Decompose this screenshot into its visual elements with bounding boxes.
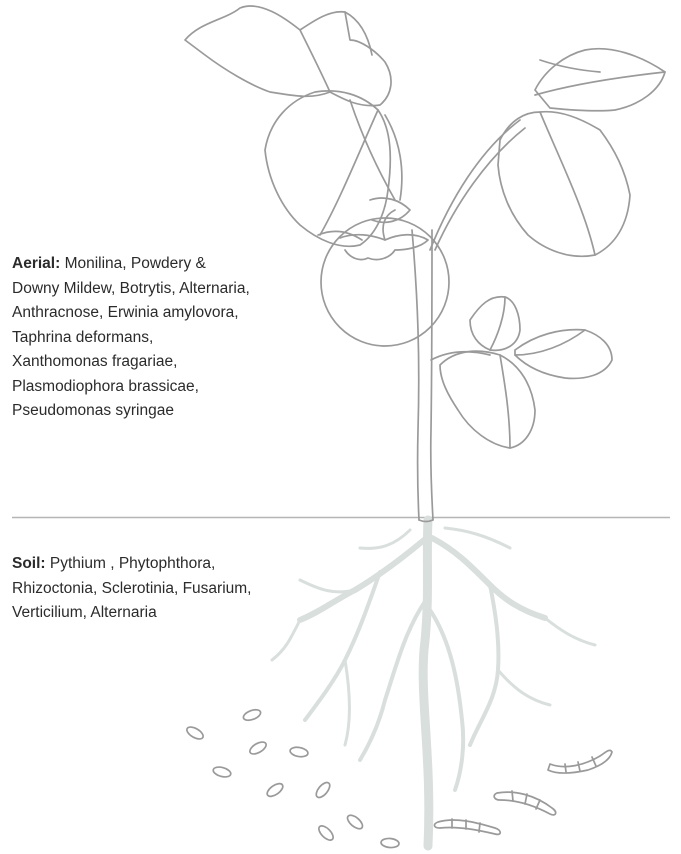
soil-heading: Soil: xyxy=(12,555,46,572)
soil-microbes xyxy=(185,708,612,849)
aerial-heading: Aerial: xyxy=(12,255,60,272)
soil-text: Pythium , Phytophthora, Rhizoctonia, Scl… xyxy=(12,555,252,621)
aerial-text: Monilina, Powdery & Downy Mildew, Botryt… xyxy=(12,255,250,419)
aerial-disease-label: Aerial: Monilina, Powdery & Downy Mildew… xyxy=(12,252,252,424)
soil-disease-label: Soil: Pythium , Phytophthora, Rhizoctoni… xyxy=(12,552,252,626)
